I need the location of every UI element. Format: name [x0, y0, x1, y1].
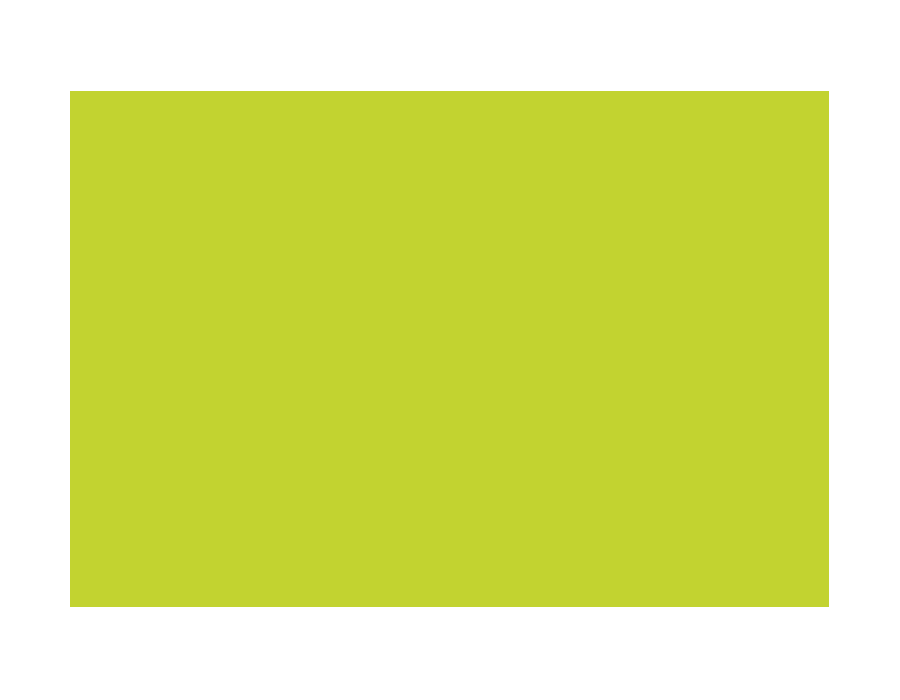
solid-green-rectangle [70, 91, 829, 607]
